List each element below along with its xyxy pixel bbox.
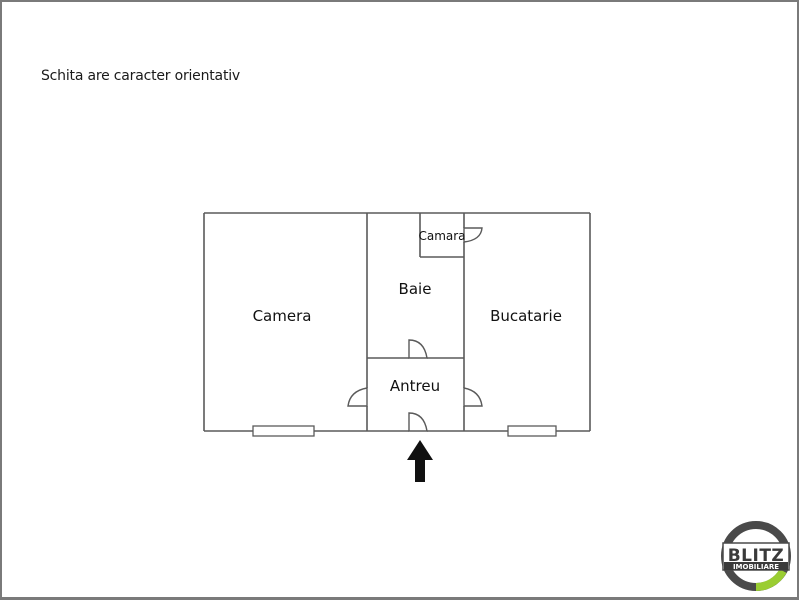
room-label-camara: Camara: [418, 229, 465, 243]
door-bucatarie: [463, 387, 483, 407]
interior-walls: [366, 213, 465, 431]
disclaimer-note: Schita are caracter orientativ: [41, 68, 241, 84]
window-bucatarie: [507, 425, 557, 437]
blitz-logo: BLITZ IMOBILIARE: [721, 521, 791, 591]
doors: [347, 227, 483, 432]
logo-text-blitz: BLITZ: [728, 546, 785, 566]
room-label-antreu: Antreu: [390, 377, 440, 395]
windows: [252, 425, 557, 437]
window-camera: [252, 425, 315, 437]
room-label-baie: Baie: [399, 280, 432, 298]
room-label-camera: Camera: [253, 307, 312, 325]
door-camera: [347, 387, 368, 407]
door-entrance: [408, 412, 428, 432]
room-label-bucatarie: Bucatarie: [490, 307, 562, 325]
door-camara: [463, 227, 483, 243]
door-baie: [408, 339, 428, 359]
arrow-up-icon: [407, 440, 433, 482]
logo-text-imobiliare: IMOBILIARE: [733, 563, 779, 571]
